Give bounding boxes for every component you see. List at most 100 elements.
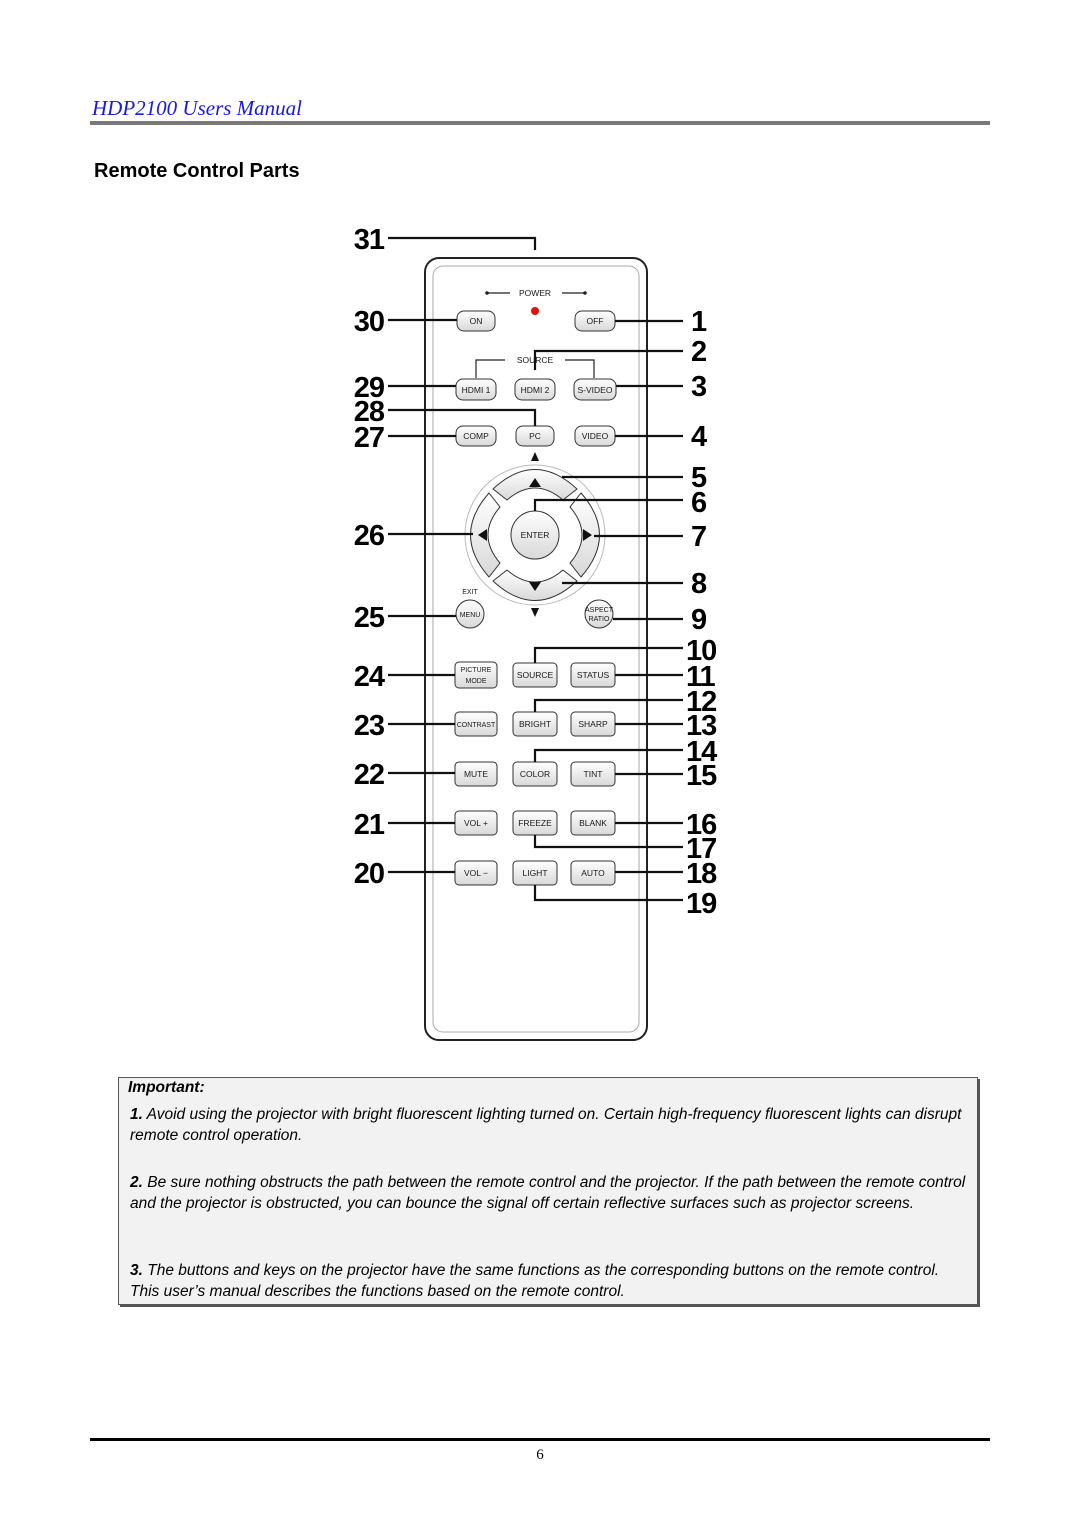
dpad <box>464 452 606 617</box>
blank-button[interactable]: BLANK <box>570 810 616 836</box>
svg-text:MODE: MODE <box>466 678 487 685</box>
hdmi1-button[interactable]: HDMI 1 <box>455 378 497 401</box>
svg-text:VOL +: VOL + <box>464 818 488 828</box>
enter-button[interactable]: ENTER <box>510 510 560 560</box>
pc-button[interactable]: PC <box>515 425 555 447</box>
callouts-right: 1 2 3 4 5 6 7 8 9 10 11 12 13 14 15 16 1… <box>686 306 718 920</box>
svg-text:STATUS: STATUS <box>577 670 610 680</box>
callout-9: 9 <box>691 604 707 636</box>
status-button[interactable]: STATUS <box>570 662 616 688</box>
callout-17: 17 <box>686 833 716 865</box>
callouts-left: 20 21 22 23 24 25 26 27 28 29 30 31 <box>354 224 386 890</box>
exit-label: EXIT <box>462 589 478 596</box>
callout-26: 26 <box>354 520 385 552</box>
svg-text:VIDEO: VIDEO <box>582 431 609 441</box>
color-button[interactable]: COLOR <box>512 761 558 787</box>
callout-30: 30 <box>354 306 384 338</box>
callout-19: 19 <box>686 888 717 920</box>
svg-text:SHARP: SHARP <box>578 719 608 729</box>
callout-18: 18 <box>686 858 717 890</box>
svg-text:MUTE: MUTE <box>464 769 488 779</box>
callout-16: 16 <box>686 809 717 841</box>
comp-button[interactable]: COMP <box>455 425 497 447</box>
section-title: Remote Control Parts <box>94 160 300 182</box>
callout-14: 14 <box>686 736 717 768</box>
power-label: POWER <box>519 288 551 298</box>
callout-24: 24 <box>354 661 385 693</box>
video-button[interactable]: VIDEO <box>574 425 616 447</box>
auto-button[interactable]: AUTO <box>570 860 616 886</box>
svg-text:AUTO: AUTO <box>581 868 605 878</box>
menu-button[interactable]: MENU <box>455 599 485 629</box>
svg-text:BRIGHT: BRIGHT <box>519 719 551 729</box>
important-notice-box: Important: 1. Avoid using the projector … <box>118 1077 978 1305</box>
svg-text:VOL −: VOL − <box>464 868 488 878</box>
callout-31: 31 <box>354 224 385 256</box>
callout-13: 13 <box>686 710 717 742</box>
svg-text:PICTURE: PICTURE <box>461 667 492 674</box>
source-button[interactable]: SOURCE <box>512 662 558 688</box>
svg-text:S-VIDEO: S-VIDEO <box>578 385 613 395</box>
svg-text:RATIO: RATIO <box>589 616 610 623</box>
hdmi2-button[interactable]: HDMI 2 <box>514 378 556 401</box>
callout-29: 29 <box>354 372 385 404</box>
notice-item: 2. Be sure nothing obstructs the path be… <box>130 1174 966 1212</box>
aspect-ratio-button[interactable]: ASPECT RATIO <box>584 599 614 629</box>
svg-text:CONTRAST: CONTRAST <box>457 722 496 729</box>
up-marker-icon <box>531 452 539 461</box>
down-arrow-icon <box>529 582 541 591</box>
svg-text:SOURCE: SOURCE <box>517 670 554 680</box>
left-arrow-icon <box>478 529 487 541</box>
callout-4: 4 <box>691 421 707 453</box>
sharp-button[interactable]: SHARP <box>570 711 616 737</box>
freeze-button[interactable]: FREEZE <box>512 810 558 836</box>
footer-rule <box>90 1438 990 1441</box>
callout-2: 2 <box>691 336 706 368</box>
svg-text:FREEZE: FREEZE <box>518 818 552 828</box>
notice-heading: Important: <box>128 1079 205 1096</box>
notice-item: 3. The buttons and keys on the projector… <box>130 1262 940 1300</box>
callout-10: 10 <box>686 635 716 667</box>
callout-21: 21 <box>354 809 385 841</box>
svg-text:COMP: COMP <box>463 431 489 441</box>
svg-text:OFF: OFF <box>587 316 604 326</box>
bright-button[interactable]: BRIGHT <box>512 711 558 737</box>
callout-20: 20 <box>354 858 384 890</box>
svg-text:PC: PC <box>529 431 541 441</box>
light-button[interactable]: LIGHT <box>512 860 558 886</box>
callout-1: 1 <box>691 306 707 338</box>
svg-text:COLOR: COLOR <box>520 769 550 779</box>
picture-mode-button[interactable]: PICTURE MODE <box>454 661 498 689</box>
up-arrow-icon <box>529 478 541 487</box>
svideo-button[interactable]: S-VIDEO <box>573 378 617 401</box>
header-rule <box>90 121 990 125</box>
callout-6: 6 <box>691 487 707 519</box>
volume-down-button[interactable]: VOL − <box>454 860 498 886</box>
callout-3: 3 <box>691 371 707 403</box>
svg-text:ENTER: ENTER <box>521 530 550 540</box>
callout-12: 12 <box>686 686 716 718</box>
svg-text:ASPECT: ASPECT <box>585 607 614 614</box>
svg-text:HDMI 1: HDMI 1 <box>462 385 491 395</box>
callout-15: 15 <box>686 760 717 792</box>
contrast-button[interactable]: CONTRAST <box>454 711 498 737</box>
notice-item: 1. Avoid using the projector with bright… <box>130 1106 962 1144</box>
tint-button[interactable]: TINT <box>570 761 616 787</box>
svg-text:ON: ON <box>470 316 483 326</box>
mute-button[interactable]: MUTE <box>454 761 498 787</box>
off-button[interactable]: OFF <box>574 310 616 332</box>
power-header: POWER <box>485 288 587 298</box>
svg-text:LIGHT: LIGHT <box>522 868 547 878</box>
svg-text:HDMI 2: HDMI 2 <box>521 385 550 395</box>
power-led <box>531 307 539 315</box>
callout-7: 7 <box>691 521 706 553</box>
callout-25: 25 <box>354 602 385 634</box>
page-number: 6 <box>536 1447 544 1463</box>
callout-28: 28 <box>354 396 385 428</box>
svg-text:BLANK: BLANK <box>579 818 607 828</box>
right-arrow-icon <box>583 529 592 541</box>
header-title: HDP2100 Users Manual <box>92 96 302 120</box>
on-button[interactable]: ON <box>456 310 496 332</box>
volume-up-button[interactable]: VOL + <box>454 810 498 836</box>
svg-text:TINT: TINT <box>584 769 603 779</box>
